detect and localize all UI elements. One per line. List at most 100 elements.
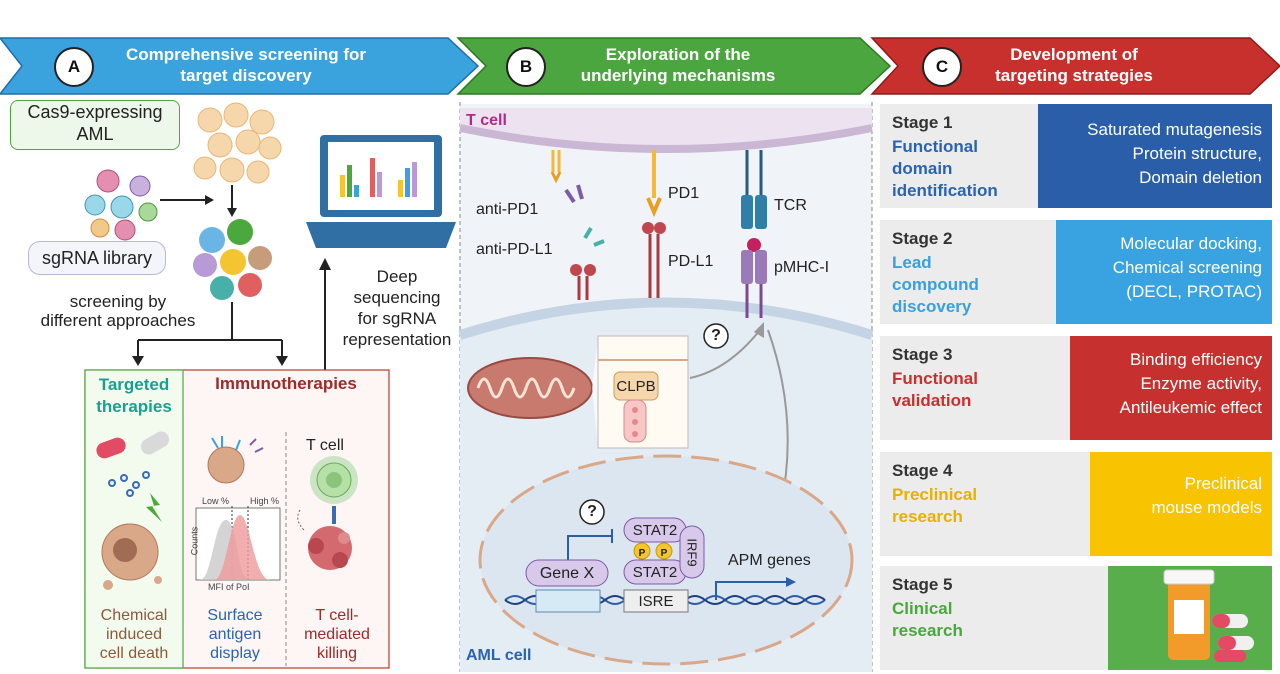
aml-cell-label: AML cell xyxy=(466,647,532,664)
panel-a-title-line1: Comprehensive screening for xyxy=(126,45,366,64)
question-mark-1: ? xyxy=(711,327,721,344)
laptop-graphic xyxy=(306,135,456,248)
stage-2-b2: Chemical screening xyxy=(1112,258,1262,277)
stage-1-sub1: Functional xyxy=(892,137,978,156)
stage-2-b3: (DECL, PROTAC) xyxy=(1126,282,1262,301)
stage-2-sub2: compound xyxy=(892,275,979,294)
stage-3-b2: Enzyme activity, xyxy=(1140,374,1262,393)
stage-2-b1: Molecular docking, xyxy=(1120,234,1262,253)
tkill-line2: mediated xyxy=(304,626,370,643)
tcr-receptor xyxy=(741,150,767,318)
sgrna-viruses xyxy=(84,169,158,241)
high-label: High % xyxy=(250,496,280,506)
stage-3-b3: Antileukemic effect xyxy=(1119,398,1262,417)
stage-2-row: Stage 2 Lead compound discovery Molecula… xyxy=(880,220,1272,324)
header-arrow-a xyxy=(0,37,480,95)
phospho-1: P xyxy=(638,548,646,559)
targeted-line2: therapies xyxy=(96,397,172,416)
stage-3-row: Stage 3 Functional validation Binding ef… xyxy=(880,336,1272,440)
tkill-line3: killing xyxy=(316,645,357,662)
stage-2-sub1: Lead xyxy=(892,253,932,272)
stage-5-sub2: research xyxy=(892,621,963,640)
chemical-death-label: Chemical induced cell death xyxy=(86,606,182,663)
stage-5-subtitle: Clinical research xyxy=(892,598,963,642)
stage-4-box: Preclinical mouse models xyxy=(1090,452,1272,556)
low-label: Low % xyxy=(202,496,230,506)
counts-label: Counts xyxy=(189,526,200,556)
pdl1-label: PD-L1 xyxy=(668,253,714,270)
stage-1-sub3: identification xyxy=(892,181,998,200)
header-arrow-b xyxy=(456,37,892,95)
stage-2-title: Stage 2 xyxy=(892,229,953,248)
pill-graphic xyxy=(96,431,170,459)
stage-5-sub1: Clinical xyxy=(892,599,953,618)
stage-4-b1: Preclinical xyxy=(1184,474,1262,493)
surface-antigen-label: Surface antigen display xyxy=(188,606,282,663)
stat2-top-label: STAT2 xyxy=(632,522,678,539)
deep-line2: sequencing xyxy=(353,288,441,307)
panel-b-title-line1: Exploration of the xyxy=(605,45,751,64)
surf-line2: antigen xyxy=(208,626,262,643)
sgrna-library-label: sgRNA library xyxy=(28,241,166,275)
deep-line1: Deep xyxy=(376,267,418,286)
chem-line2: induced xyxy=(105,626,163,643)
stage-4-sub2: research xyxy=(892,507,963,526)
surf-line3: display xyxy=(210,645,260,662)
tcell-label-b: T cell xyxy=(466,112,507,129)
stage-5-title: Stage 5 xyxy=(892,575,953,594)
panel-b-title-line2: underlying mechanisms xyxy=(580,66,776,85)
anti-pdl1-label: anti-PD-L1 xyxy=(476,241,553,258)
tcell-killing-label: T cell- mediated killing xyxy=(288,606,386,663)
deep-sequencing-label: Deep sequencing for sgRNA representation xyxy=(334,266,460,350)
header-arrow-c xyxy=(870,37,1280,95)
surf-line1: Surface xyxy=(207,607,263,624)
tcr-label: TCR xyxy=(774,197,807,214)
stage-2-sub3: discovery xyxy=(892,297,972,316)
stage-1-subtitle: Functional domain identification xyxy=(892,136,998,202)
immunotherapies-label: Immunotherapies xyxy=(215,374,357,393)
panel-b-title: Exploration of the underlying mechanisms xyxy=(548,44,808,86)
stage-4-row: Stage 4 Preclinical research Preclinical… xyxy=(880,452,1272,556)
stage-1-b2: Protein structure, xyxy=(1132,144,1262,163)
mfi-label: MFI of PoI xyxy=(208,582,250,592)
screening-label: screening by different approaches xyxy=(20,292,216,330)
chem-line1: Chemical xyxy=(100,607,168,624)
panel-c-title-line2: targeting strategies xyxy=(995,66,1153,85)
question-mark-2: ? xyxy=(587,503,597,520)
chem-line3: cell death xyxy=(99,645,169,662)
deep-line3: for sgRNA xyxy=(357,309,437,328)
irf9-label: IRF9 xyxy=(684,538,700,567)
anti-pd1-label: anti-PD1 xyxy=(476,201,539,218)
stage-4-subtitle: Preclinical research xyxy=(892,484,977,528)
mitochondrion xyxy=(467,357,593,419)
apm-genes-label: APM genes xyxy=(728,552,811,569)
panel-c-title-line1: Development of xyxy=(1010,45,1138,64)
stage-1-title: Stage 1 xyxy=(892,113,953,132)
stage-1-b1: Saturated mutagenesis xyxy=(1087,120,1262,139)
stage-3-b1: Binding efficiency xyxy=(1130,350,1262,369)
stage-1-row: Stage 1 Functional domain identification… xyxy=(880,104,1272,208)
stage-1-b3: Domain deletion xyxy=(1139,168,1262,187)
panel-b-marker: B xyxy=(506,47,546,87)
stage-3-title: Stage 3 xyxy=(892,345,953,364)
tcell-label-a: T cell xyxy=(306,437,344,454)
stage-3-sub1: Functional xyxy=(892,369,978,388)
stage-4-b2: mouse models xyxy=(1151,498,1262,517)
stage-4-sub1: Preclinical xyxy=(892,485,978,504)
screening-line2: different approaches xyxy=(40,311,196,330)
panel-c-title: Development of targeting strategies xyxy=(964,44,1184,86)
cas9-aml-label: Cas9-expressing AML xyxy=(10,100,180,150)
clpb-label: CLPB xyxy=(616,378,656,395)
stage-1-box: Saturated mutagenesis Protein structure,… xyxy=(1038,104,1272,208)
phospho-2: P xyxy=(660,548,668,559)
stage-2-box: Molecular docking, Chemical screening (D… xyxy=(1056,220,1272,324)
cas9-line1: Cas9-expressing xyxy=(27,102,163,122)
deep-line4: representation xyxy=(342,330,452,349)
stage-3-subtitle: Functional validation xyxy=(892,368,978,412)
panel-a-title: Comprehensive screening for target disco… xyxy=(96,44,396,86)
pmhc-label: pMHC-I xyxy=(774,259,830,276)
pd1-receptor xyxy=(642,150,666,298)
panel-a-marker: A xyxy=(54,47,94,87)
genex-label: Gene X xyxy=(539,565,595,582)
stage-3-box: Binding efficiency Enzyme activity, Anti… xyxy=(1070,336,1272,440)
